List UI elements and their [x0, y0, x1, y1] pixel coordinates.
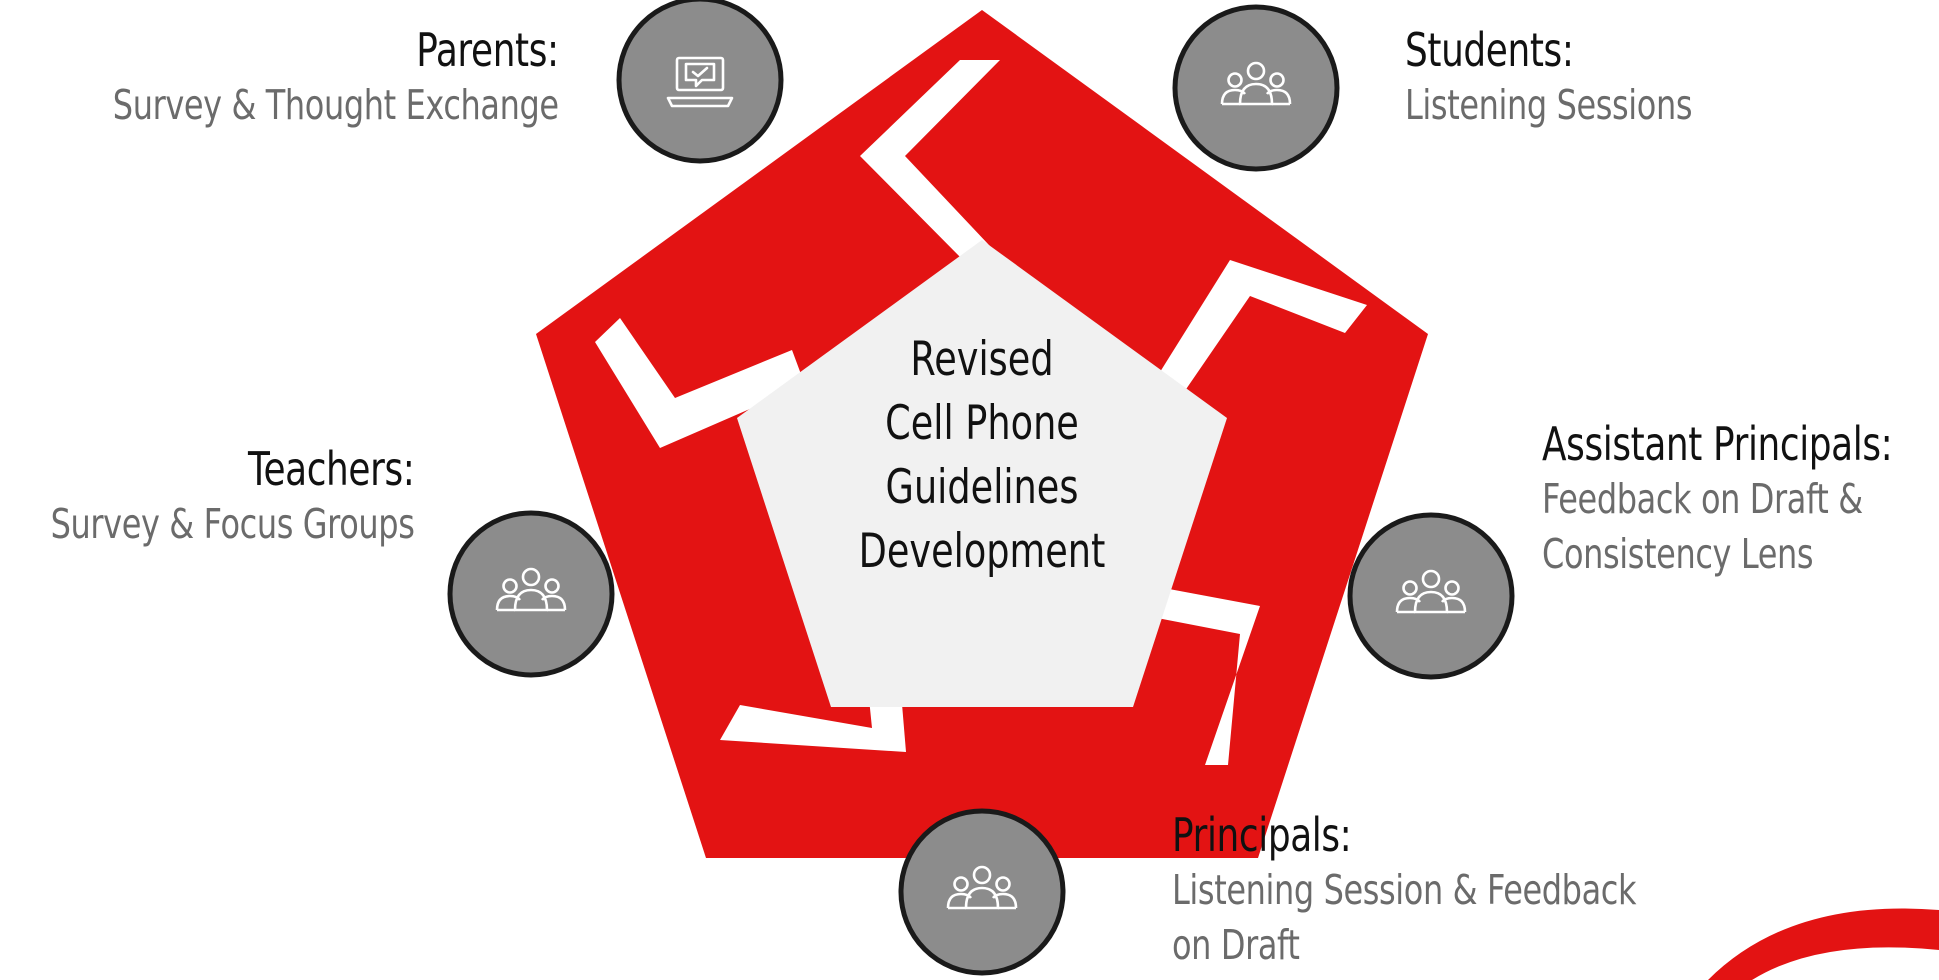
- stakeholder-subtitle: Survey & Thought Exchange: [113, 81, 559, 129]
- people-group-icon: [1220, 61, 1292, 106]
- assistant-principals-label: Assistant Principals: Feedback on Draft …: [1542, 416, 1893, 582]
- node-principals: [898, 808, 1066, 976]
- node-assistant-principals: [1347, 512, 1515, 680]
- node-parents: [616, 0, 784, 164]
- stakeholder-subtitle: Listening Session & Feedback: [1172, 866, 1637, 914]
- gap-bottom-left: [720, 610, 906, 752]
- center-title-line: Development: [858, 524, 1106, 579]
- laptop-chat-icon: [666, 56, 734, 108]
- parents-label: Parents: Survey & Thought Exchange: [113, 22, 559, 133]
- stakeholder-title: Students:: [1405, 23, 1574, 77]
- arrow-gaps: [595, 60, 1367, 765]
- stakeholder-title: Teachers:: [247, 442, 415, 496]
- stakeholder-subtitle: Feedback on Draft &: [1542, 475, 1863, 523]
- gap-bottom-right: [1095, 578, 1260, 765]
- stakeholder-title: Assistant Principals:: [1542, 417, 1893, 471]
- center-title: Revised Cell Phone Guidelines Developmen…: [842, 328, 1123, 584]
- center-pentagon: [737, 240, 1227, 707]
- people-group-icon: [946, 865, 1018, 910]
- teachers-label: Teachers: Survey & Focus Groups: [50, 441, 414, 552]
- center-title-line: Revised: [910, 332, 1054, 387]
- node-students: [1172, 4, 1340, 172]
- students-label: Students: Listening Sessions: [1405, 22, 1693, 133]
- stakeholder-subtitle: Consistency Lens: [1542, 530, 1814, 578]
- stakeholder-subtitle: Survey & Focus Groups: [50, 500, 414, 548]
- stakeholder-subtitle: on Draft: [1172, 921, 1300, 969]
- people-group-icon: [495, 567, 567, 612]
- stakeholder-title: Principals:: [1172, 808, 1352, 862]
- principals-label: Principals: Listening Session & Feedback…: [1172, 807, 1637, 973]
- gap-left: [595, 318, 805, 448]
- gap-top: [860, 60, 1005, 262]
- stakeholder-subtitle: Listening Sessions: [1405, 81, 1693, 129]
- center-title-line: Cell Phone: [885, 396, 1079, 451]
- gap-right: [1160, 260, 1367, 398]
- node-teachers: [447, 510, 615, 678]
- brand-swoosh: [1708, 908, 1939, 980]
- stakeholder-title: Parents:: [416, 23, 559, 77]
- center-title-line: Guidelines: [885, 460, 1079, 515]
- people-group-icon: [1395, 569, 1467, 614]
